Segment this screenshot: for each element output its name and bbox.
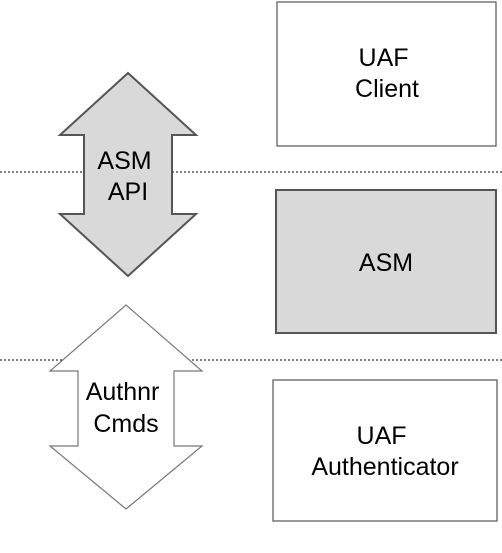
asm-box [275,189,497,334]
uaf-authenticator-box [272,379,498,522]
asm-api-label: ASM API [97,147,158,206]
authnr-cmds-arrow [48,304,204,510]
uaf-authenticator-line-2: Authenticator [311,453,458,481]
asm-api-line-2: API [108,178,148,206]
uaf-authenticator-line-1: UAF [357,422,407,450]
asm-api-arrow [57,71,199,278]
authnr-cmds-line-2: Cmds [93,410,158,438]
asm-box-label: ASM [359,249,413,277]
asm-api-line-1: ASM [97,147,151,175]
authnr-cmds-line-1: Authnr [86,378,160,406]
uaf-client-line-2: Client [355,75,419,103]
authnr-cmds-label: Authnr Cmds [86,378,167,438]
uaf-authenticator-label: UAF Authenticator [311,422,458,481]
uaf-client-box [276,1,497,147]
uaf-client-line-1: UAF [359,44,409,72]
uaf-client-label: UAF Client [355,44,419,103]
